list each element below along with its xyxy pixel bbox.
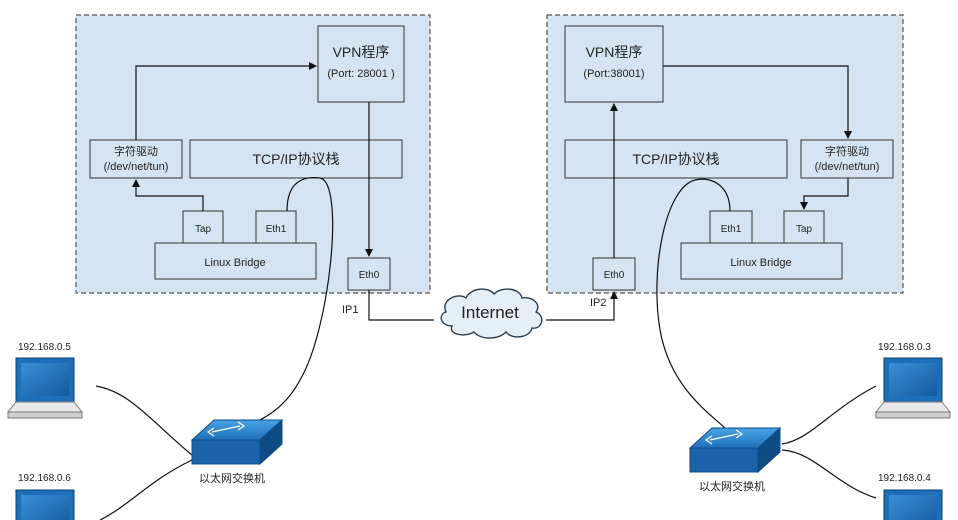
- left-tcpip-stack-box: [189, 139, 403, 179]
- internet-to-right-eth0-arrow: [546, 291, 618, 321]
- right-vpn-port: (Port:38001): [583, 68, 644, 80]
- left-host: VPN程序 (Port: 28001 ) 字符驱动 (/dev/net/tun)…: [75, 14, 431, 294]
- left-vpn-title: VPN程序: [333, 44, 390, 60]
- left-tap-label: Tap: [195, 224, 212, 235]
- left-char-driver-name: 字符驱动: [114, 144, 158, 158]
- left-bridge-label: Linux Bridge: [204, 257, 265, 269]
- ip-label-192-168-0-6: 192.168.0.6: [18, 473, 71, 484]
- left-vpn-program-box: [317, 25, 405, 103]
- left-bottom-computer-cable: [99, 459, 193, 520]
- right-tcpip-stack-box: [564, 139, 788, 179]
- desktop-computer-icon: [6, 357, 84, 419]
- right-tap-box: [783, 210, 825, 244]
- right-tcpip-label: TCP/IP协议栈: [632, 151, 719, 167]
- right-driver-to-tap-arrow: [800, 178, 849, 210]
- left-eth0-to-internet-line: [368, 290, 434, 321]
- right-tap-label: Tap: [796, 224, 813, 235]
- right-host: VPN程序 (Port:38001) TCP/IP协议栈 字符驱动 (/dev/…: [546, 14, 904, 294]
- right-linux-bridge-box: [680, 242, 843, 280]
- right-top-computer-cable: [781, 385, 877, 445]
- desktop-computer-icon: [874, 357, 952, 419]
- internet-label: Internet: [461, 303, 519, 322]
- right-switch-label: 以太网交换机: [699, 479, 765, 493]
- ip-label-192-168-0-4: 192.168.0.4: [878, 473, 931, 484]
- left-linux-bridge-box: [154, 242, 317, 280]
- right-eth1-box: [709, 210, 753, 244]
- ip1-label: IP1: [342, 304, 359, 316]
- desktop-computer-icon: [15, 489, 75, 520]
- left-top-computer-cable: [95, 385, 193, 456]
- right-bottom-computer-cable: [781, 449, 877, 499]
- right-char-driver-name: 字符驱动: [825, 144, 869, 158]
- left-eth1-label: Eth1: [266, 224, 287, 235]
- left-tap-box: [182, 210, 224, 244]
- left-driver-to-vpn-arrow: [135, 62, 317, 140]
- left-vpn-port: (Port: 28001 ): [327, 68, 394, 80]
- ip-label-192-168-0-5: 192.168.0.5: [18, 342, 71, 353]
- left-char-driver-path: (/dev/net/tun): [104, 161, 169, 173]
- desktop-computer-icon: [883, 489, 943, 520]
- left-switch-icon: [190, 418, 284, 466]
- left-char-driver-box: [89, 139, 183, 179]
- ip-label-192-168-0-3: 192.168.0.3: [878, 342, 931, 353]
- left-switch-label: 以太网交换机: [199, 471, 265, 485]
- left-eth1-to-switch-cable: [249, 176, 334, 426]
- left-tcpip-label: TCP/IP协议栈: [252, 151, 339, 167]
- right-switch-icon: [688, 426, 782, 474]
- right-char-driver-path: (/dev/net/tun): [815, 161, 880, 173]
- right-eth0-label: Eth0: [604, 270, 625, 281]
- right-vpn-title: VPN程序: [586, 44, 643, 60]
- right-eth0-box: [592, 257, 636, 291]
- cloud-icon: [440, 288, 543, 339]
- right-bridge-label: Linux Bridge: [730, 257, 791, 269]
- right-vpn-program-box: [564, 25, 664, 103]
- right-vpn-to-driver-arrow: [663, 65, 852, 139]
- ip2-label: IP2: [590, 297, 607, 309]
- left-tap-to-driver-arrow: [132, 179, 204, 211]
- right-eth1-to-switch-cable: [656, 178, 731, 429]
- right-eth1-label: Eth1: [721, 224, 742, 235]
- left-eth0-label: Eth0: [359, 270, 380, 281]
- right-char-driver-box: [800, 139, 894, 179]
